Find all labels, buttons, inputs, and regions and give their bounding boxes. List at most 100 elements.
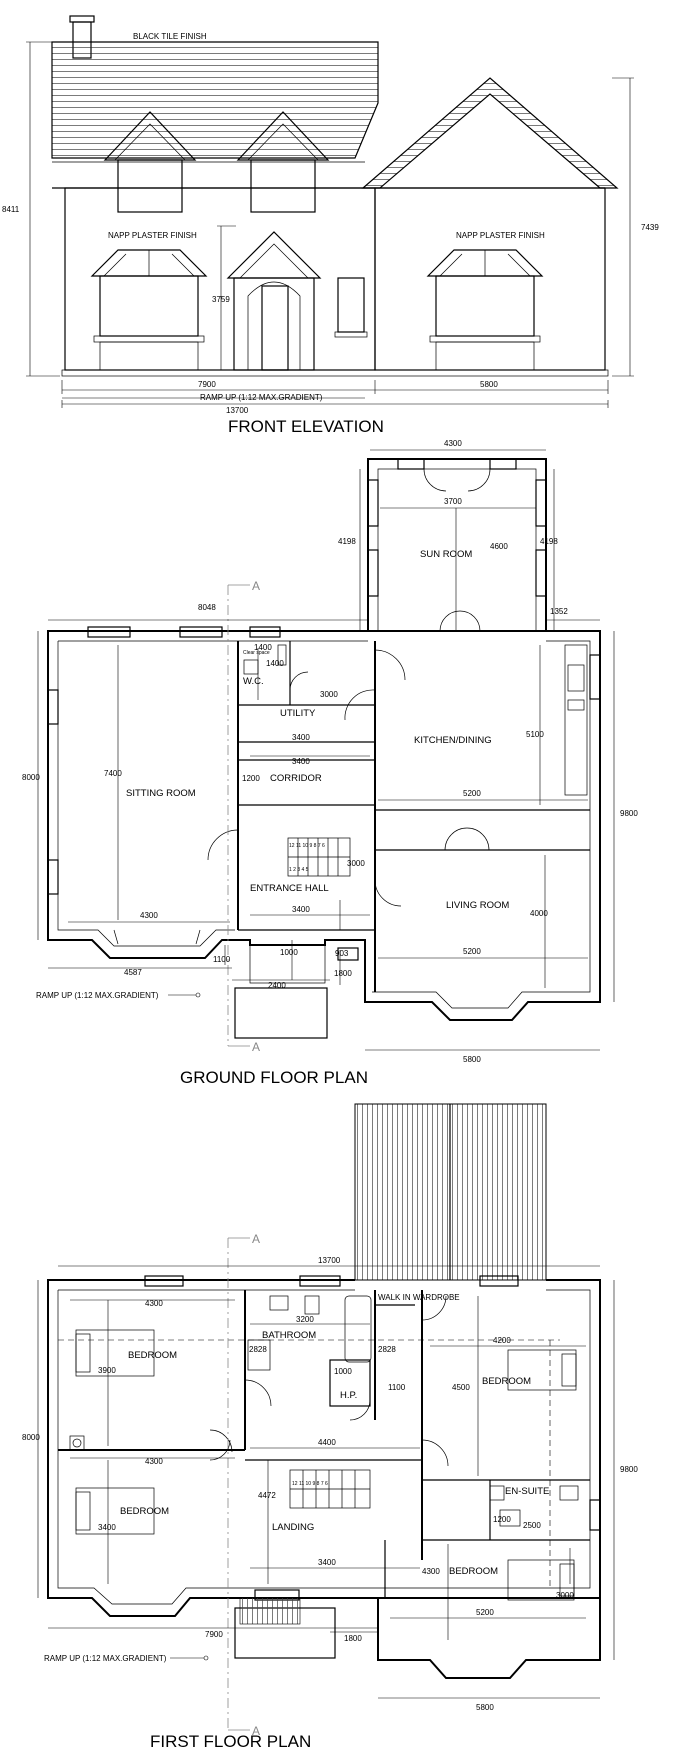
first-dim-bed4-b: 3000 xyxy=(556,1591,574,1600)
sun-room-outer xyxy=(367,458,547,632)
first-room-bathroom: BATHROOM xyxy=(262,1330,316,1341)
first-section-marker-top: A xyxy=(252,1232,260,1246)
first-outer-wall xyxy=(47,1279,601,1617)
ground-title: GROUND FLOOR PLAN xyxy=(180,1068,368,1087)
bay-window-right xyxy=(426,249,544,371)
first-floor-plan: 12 11 10 9 8 7 6 xyxy=(37,1103,615,1731)
first-dim-bed2-h: 3400 xyxy=(98,1523,116,1532)
ground-room-sun: SUN ROOM xyxy=(420,549,472,560)
elevation-dim-door-height: 3759 xyxy=(212,295,230,304)
first-dim-bath-w: 3200 xyxy=(296,1315,314,1324)
ground-dim-living-h: 4000 xyxy=(530,909,548,918)
front-elevation xyxy=(26,15,634,408)
left-roof xyxy=(51,41,379,159)
first-dim-landing-w: 4400 xyxy=(318,1438,336,1447)
kitchen-units xyxy=(564,644,588,796)
bay-window-left xyxy=(90,249,208,371)
ground-section-marker-top: A xyxy=(252,579,260,593)
ground-dim-overall-h: 9800 xyxy=(620,809,638,818)
ground-dim-sun-outer: 4300 xyxy=(444,439,462,448)
elevation-dim-left-width: 7900 xyxy=(198,380,216,389)
ground-room-sitting: SITTING ROOM xyxy=(126,788,196,799)
elevation-dimensions xyxy=(26,41,634,408)
first-section-marker-bottom: A xyxy=(252,1724,260,1738)
ground-dim-top-left: 8048 xyxy=(198,603,216,612)
ground-dim-bottom-left: 4587 xyxy=(124,968,142,977)
ground-dim-left-h: 8000 xyxy=(22,773,40,782)
first-dim-bed4-h: 4300 xyxy=(422,1567,440,1576)
ground-room-wc: W.C. xyxy=(243,676,264,687)
ground-room-kitchen: KITCHEN/DINING xyxy=(414,735,492,746)
first-dim-bottom-left: 7900 xyxy=(205,1630,223,1639)
ground-dim-corr-w: 3400 xyxy=(292,757,310,766)
ground-dim-porch-a: 1000 xyxy=(280,948,298,957)
ground-dim-porch-d: 1800 xyxy=(334,969,352,978)
elevation-ramp-note: RAMP UP (1:12 MAX.GRADIENT) xyxy=(200,393,323,402)
ground-dim-porch-c: 1100 xyxy=(213,955,231,964)
first-room-ensuite: EN-SUITE xyxy=(505,1486,549,1497)
ground-dim-bottom-right: 5800 xyxy=(463,1055,481,1064)
first-room-bedroom1: BEDROOM xyxy=(128,1350,177,1361)
first-dim-bed1-w: 4300 xyxy=(145,1299,163,1308)
first-dim-ens-a: 1200 xyxy=(493,1515,511,1524)
first-dim-total-w: 13700 xyxy=(318,1256,341,1265)
ground-dim-living-w: 5200 xyxy=(463,947,481,956)
ground-room-living: LIVING ROOM xyxy=(446,900,509,911)
ground-dim-wc-h: 1400 xyxy=(266,659,284,668)
first-room-walk-in: WALK IN WARDROBE xyxy=(378,1293,460,1302)
ground-dim-stair: 3000 xyxy=(347,859,365,868)
svg-text:12 11 10 9 8 7 6: 12 11 10 9 8 7 6 xyxy=(292,1481,328,1487)
ground-floor-plan: 12 11 10 9 8 7 6 1 2 3 4 5 xyxy=(37,449,615,1051)
first-dim-hp-b: 1100 xyxy=(388,1383,406,1392)
ground-dim-kitchen-w: 5200 xyxy=(463,789,481,798)
elevation-title: FRONT ELEVATION xyxy=(228,417,384,436)
ground-dim-porch-b: 903 xyxy=(335,949,349,958)
first-room-hp: H.P. xyxy=(340,1390,357,1401)
dormer-left xyxy=(103,111,197,213)
first-dim-bed2-w: 4300 xyxy=(145,1457,163,1466)
ground-dim-util-h: 3000 xyxy=(320,690,338,699)
elevation-dim-right-width: 5800 xyxy=(480,380,498,389)
elevation-plaster-left: NAPP PLASTER FINISH xyxy=(108,231,197,240)
window-small xyxy=(337,277,365,333)
first-room-landing: LANDING xyxy=(272,1522,314,1533)
elevation-dim-height-left: 8411 xyxy=(2,205,20,214)
first-dim-landing-b: 3400 xyxy=(318,1558,336,1567)
elevation-dim-height-right: 7439 xyxy=(641,223,659,232)
elevation-roof-note: BLACK TILE FINISH xyxy=(133,32,207,41)
first-dim-bath-b: 2828 xyxy=(378,1345,396,1354)
first-dim-landing-h: 4472 xyxy=(258,1491,276,1500)
first-dim-bath-a: 2828 xyxy=(249,1345,267,1354)
first-dim-overall-h: 9800 xyxy=(620,1465,638,1474)
first-dim-bed3-w: 4200 xyxy=(493,1336,511,1345)
dormer-right xyxy=(236,111,330,213)
ramp xyxy=(234,987,328,1039)
ground-dim-util-w: 3400 xyxy=(292,733,310,742)
ground-room-utility: UTILITY xyxy=(280,708,316,719)
first-room-bedroom2: BEDROOM xyxy=(120,1506,169,1517)
hp-cupboard xyxy=(329,1359,371,1407)
ground-dim-corr-h: 1200 xyxy=(242,774,260,783)
right-wall xyxy=(374,187,606,371)
ground-room-entrance: ENTRANCE HALL xyxy=(250,883,329,894)
first-room-bedroom4: BEDROOM xyxy=(449,1566,498,1577)
ground-dim-sun-inner: 3700 xyxy=(444,497,462,506)
left-wall xyxy=(64,187,376,371)
first-dim-bed4-w: 5200 xyxy=(476,1608,494,1617)
elevation-dim-total-width: 13700 xyxy=(226,406,249,415)
plinth xyxy=(61,369,609,377)
ground-dim-sun-left: 4198 xyxy=(338,537,356,546)
first-title: FIRST FLOOR PLAN xyxy=(150,1732,311,1751)
ground-dim-sitting-w: 4300 xyxy=(140,911,158,920)
elevation-plaster-right: NAPP PLASTER FINISH xyxy=(456,231,545,240)
ground-room-corridor: CORRIDOR xyxy=(270,773,322,784)
first-room-bedroom3: BEDROOM xyxy=(482,1376,531,1387)
first-dimensions xyxy=(37,1265,615,1699)
first-dim-hp-w: 1000 xyxy=(334,1367,352,1376)
ground-dim-offset: 1352 xyxy=(550,607,568,616)
ground-dim-wc-w: 1400 xyxy=(254,643,272,652)
ground-dim-sun-depth: 4600 xyxy=(490,542,508,551)
ground-dim-sun-right: 4198 xyxy=(540,537,558,546)
svg-text:1 2 3 4 5: 1 2 3 4 5 xyxy=(289,867,309,873)
